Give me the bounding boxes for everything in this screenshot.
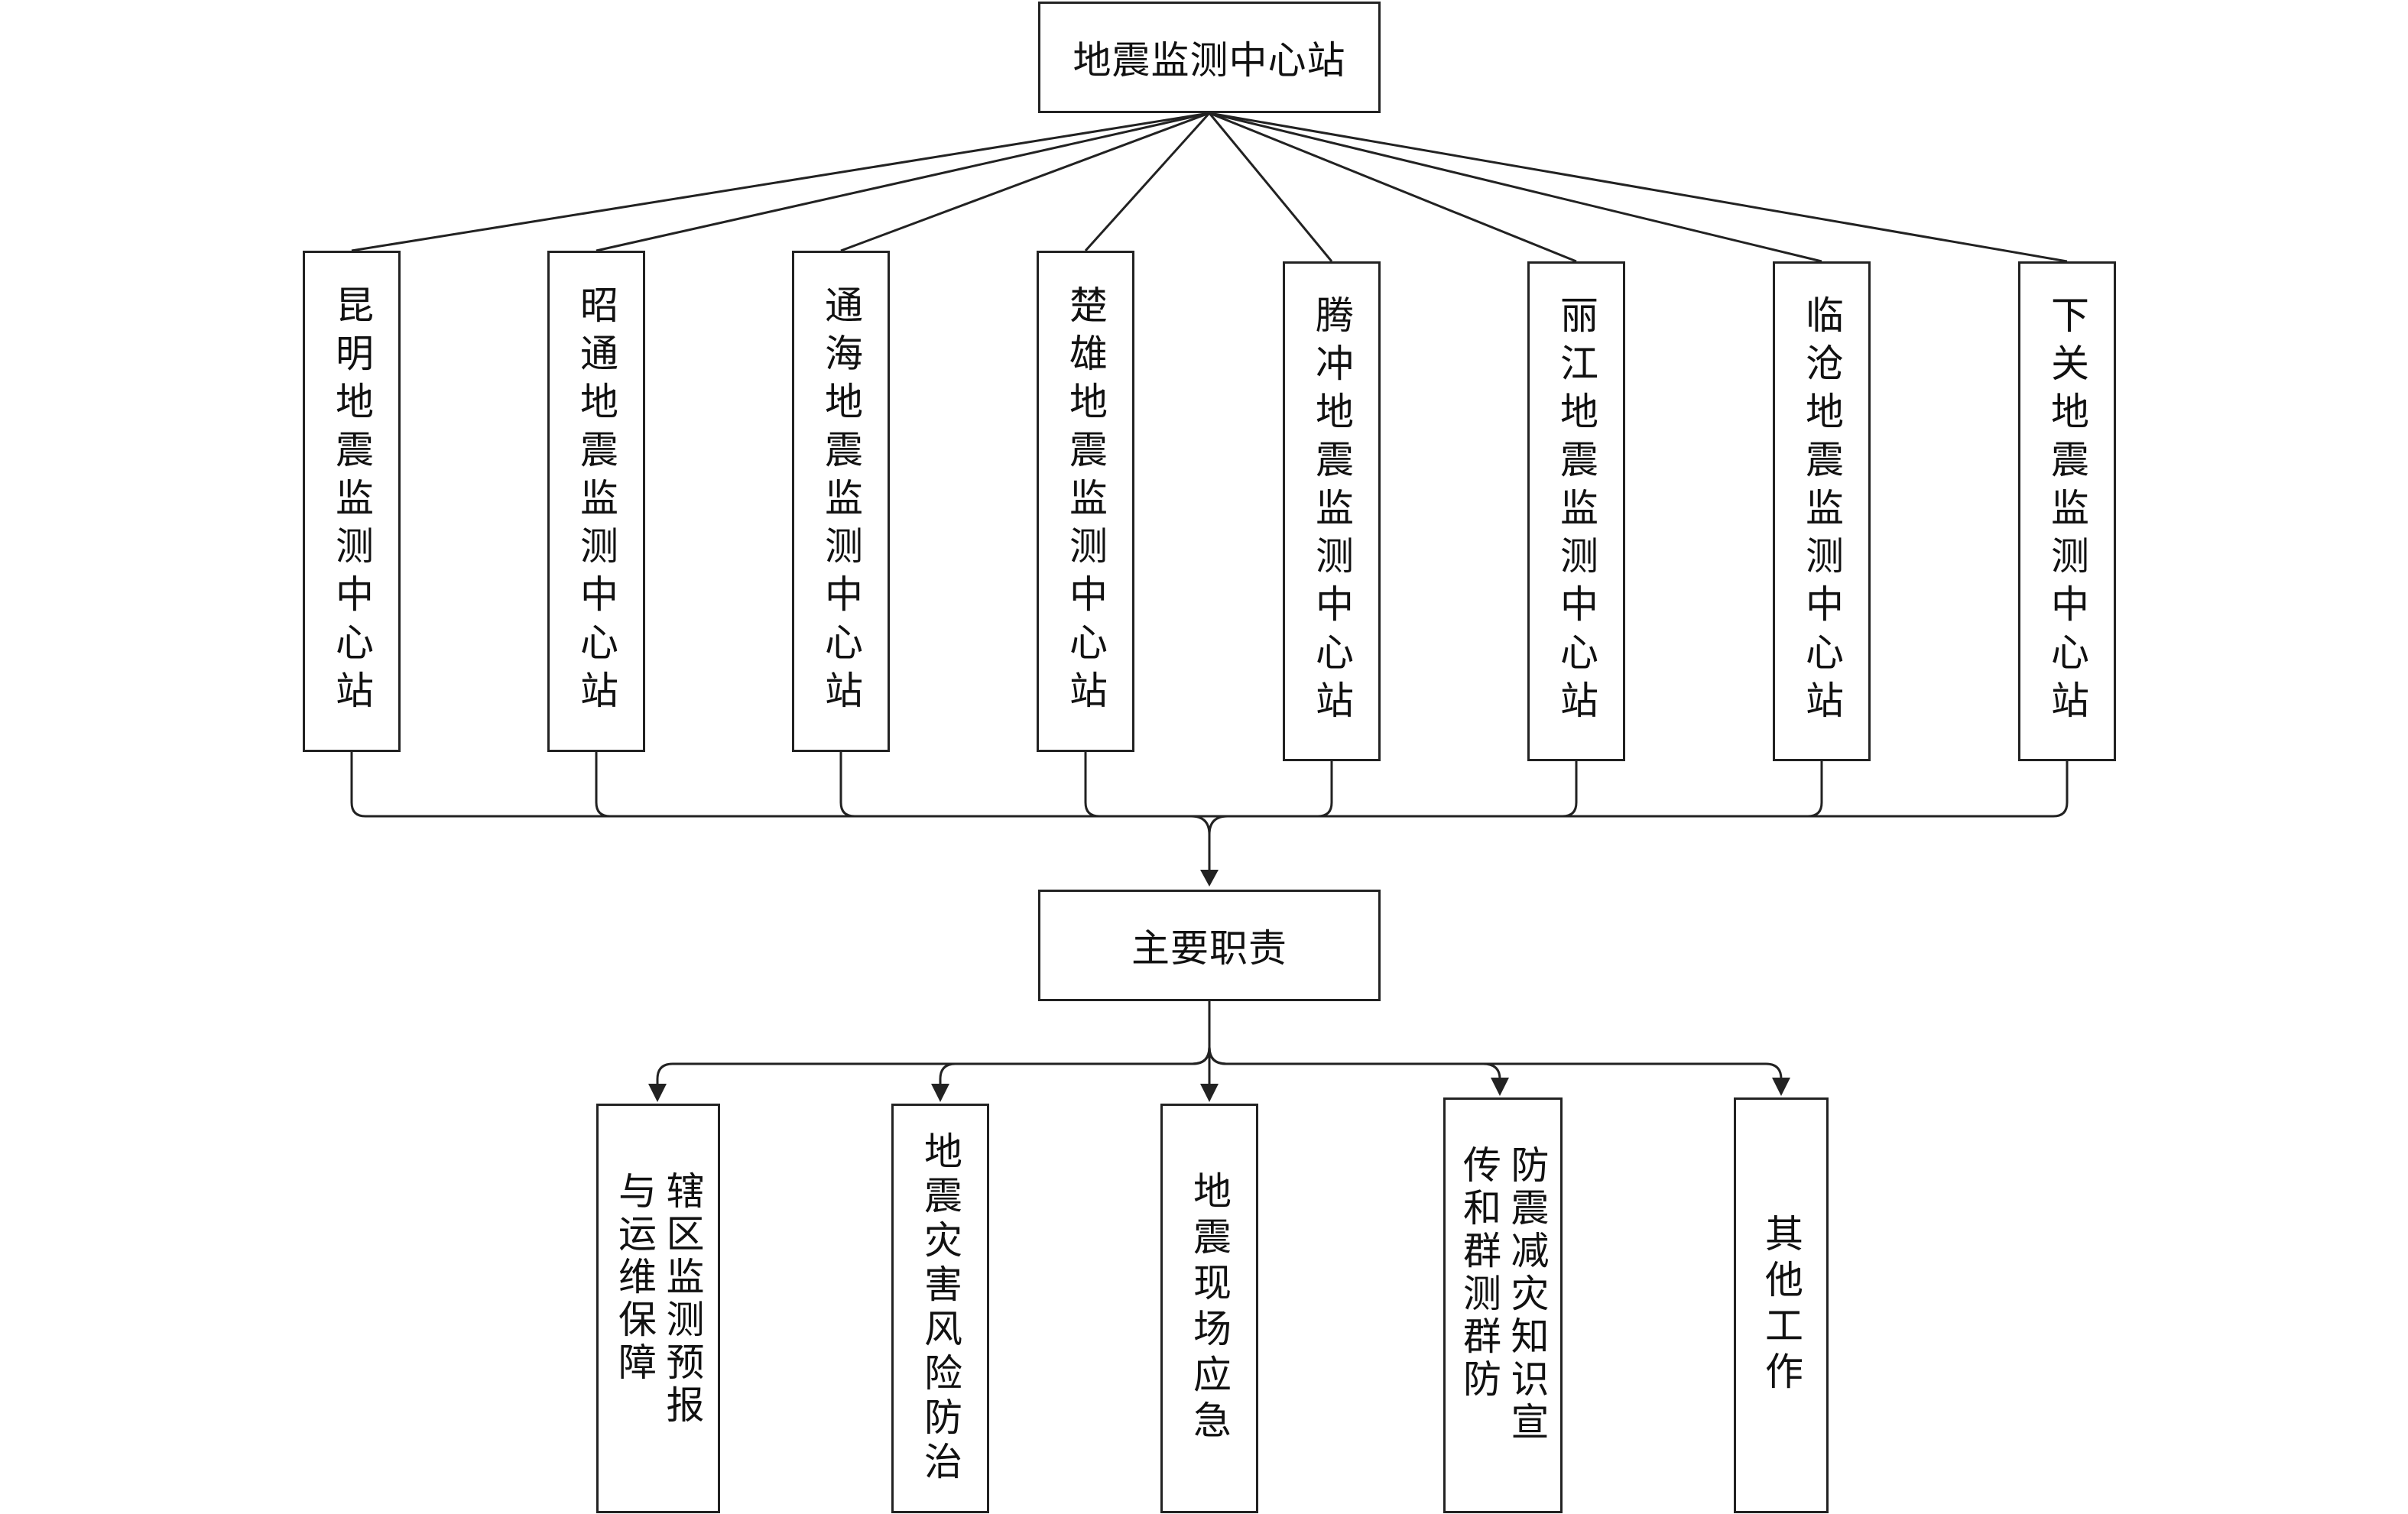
duty-item-label: 辖区监测预报与运维保障 (612, 1171, 705, 1428)
station-node: 通海地震监测中心站 (792, 251, 890, 752)
station-node: 丽江地震监测中心站 (1527, 261, 1625, 761)
station-label: 下关地震监测中心站 (2045, 294, 2089, 728)
duty-item: 辖区监测预报与运维保障 (596, 1104, 720, 1513)
station-label: 昆明地震监测中心站 (329, 284, 374, 718)
station-label: 通海地震监测中心站 (819, 284, 863, 718)
duty-item: 地震现场应急 (1160, 1104, 1258, 1513)
station-label: 丽江地震监测中心站 (1554, 294, 1598, 728)
duties-node: 主要职责 (1038, 890, 1381, 1001)
station-node: 下关地震监测中心站 (2018, 261, 2116, 761)
duty-item-label: 地震现场应急 (1187, 1171, 1232, 1446)
station-node: 腾冲地震监测中心站 (1283, 261, 1381, 761)
duty-item: 其他工作 (1734, 1097, 1829, 1513)
root-node: 地震监测中心站 (1038, 2, 1381, 113)
duty-item: 地震灾害风险防治 (891, 1104, 989, 1513)
duty-item-label: 地震灾害风险防治 (918, 1131, 962, 1486)
station-node: 临沧地震监测中心站 (1773, 261, 1871, 761)
station-node: 昭通地震监测中心站 (547, 251, 645, 752)
station-label: 腾冲地震监测中心站 (1309, 294, 1354, 728)
station-node: 昆明地震监测中心站 (303, 251, 401, 752)
duty-item-label: 其他工作 (1759, 1214, 1803, 1397)
station-label: 楚雄地震监测中心站 (1063, 284, 1108, 718)
station-node: 楚雄地震监测中心站 (1037, 251, 1134, 752)
duty-item-label: 防震减灾知识宣传和群测群防 (1457, 1145, 1550, 1444)
root-label: 地震监测中心站 (1073, 38, 1346, 83)
duty-item: 防震减灾知识宣传和群测群防 (1443, 1097, 1563, 1513)
duties-label: 主要职责 (1131, 926, 1287, 971)
station-label: 昭通地震监测中心站 (574, 284, 618, 718)
station-label: 临沧地震监测中心站 (1800, 294, 1844, 728)
